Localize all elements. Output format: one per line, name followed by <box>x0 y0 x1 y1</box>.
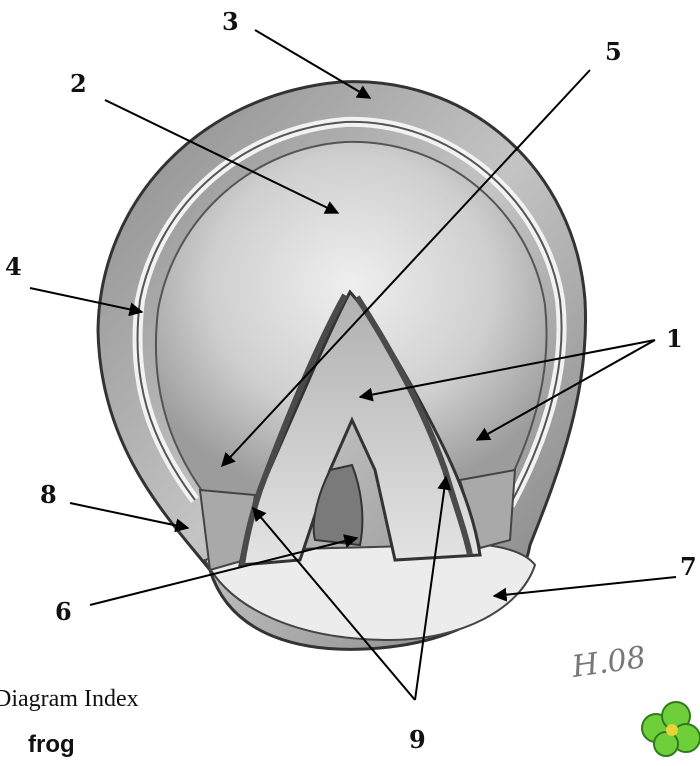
label-2: 2 <box>70 72 87 96</box>
diagram-index-link[interactable]: Diagram Index <box>0 686 139 713</box>
label-8: 8 <box>40 483 57 507</box>
label-3: 3 <box>222 10 239 34</box>
label-6: 6 <box>55 600 72 624</box>
label-5: 5 <box>605 40 622 64</box>
label-9: 9 <box>409 728 426 752</box>
label-7: 7 <box>680 555 697 579</box>
label-4: 4 <box>5 255 22 279</box>
clover-logo-icon <box>642 702 700 756</box>
label-1: 1 <box>666 327 683 351</box>
frog-caption: frog <box>28 731 75 759</box>
